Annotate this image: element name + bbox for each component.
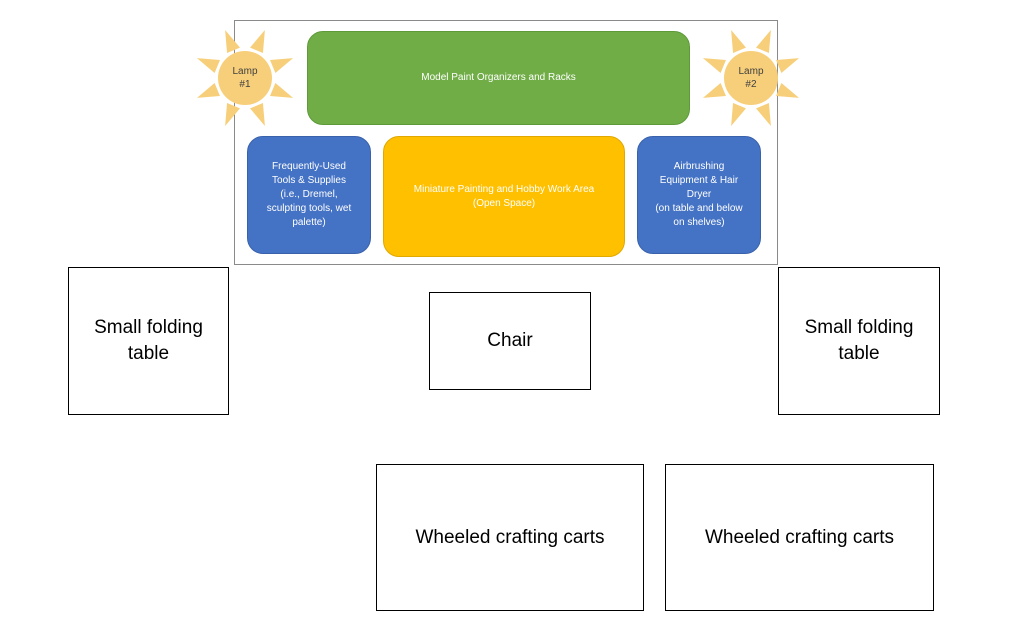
sun-ray <box>776 83 800 98</box>
tools-supplies-zone: Frequently-Used Tools & Supplies (i.e., … <box>247 136 371 254</box>
lamp-1-label: Lamp #1 <box>232 66 258 90</box>
small-folding-table-right: Small folding table <box>778 267 940 415</box>
paint-organizers-zone: Model Paint Organizers and Racks <box>307 31 690 125</box>
sun-core <box>724 51 778 105</box>
sun-ray <box>270 58 294 73</box>
sun-ray <box>731 103 746 127</box>
sun-ray <box>196 83 220 98</box>
small-folding-table-left: Small folding table <box>68 267 229 415</box>
sun-icon <box>702 29 800 127</box>
sun-core <box>218 51 272 105</box>
wheeled-crafting-carts-right: Wheeled crafting carts <box>665 464 934 611</box>
sun-ray <box>776 58 800 73</box>
sun-ray <box>250 103 265 127</box>
sun-ray <box>702 83 726 98</box>
sun-icon <box>196 29 294 127</box>
sun-ray <box>225 29 240 53</box>
sun-ray <box>225 103 240 127</box>
wheeled-crafting-carts-left: Wheeled crafting carts <box>376 464 644 611</box>
airbrushing-zone: Airbrushing Equipment & Hair Dryer (on t… <box>637 136 761 254</box>
sun-ray <box>702 58 726 73</box>
chair-box: Chair <box>429 292 591 390</box>
sun-ray <box>756 103 771 127</box>
lamp-1: Lamp #1 <box>191 24 299 132</box>
sun-ray <box>756 29 771 53</box>
sun-ray <box>270 83 294 98</box>
sun-ray <box>250 29 265 53</box>
work-area-zone: Miniature Painting and Hobby Work Area (… <box>383 136 625 257</box>
lamp-2-label: Lamp #2 <box>738 66 764 90</box>
sun-ray <box>731 29 746 53</box>
sun-ray <box>196 58 220 73</box>
lamp-2: Lamp #2 <box>697 24 805 132</box>
